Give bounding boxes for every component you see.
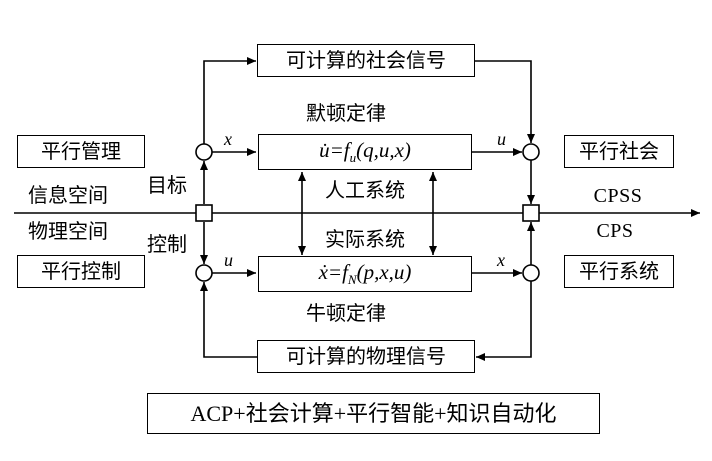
control-label: 控制 xyxy=(147,234,187,256)
junction-square-right xyxy=(522,204,540,222)
parallel-society-box: 平行社会 xyxy=(564,135,674,168)
goal-label: 目标 xyxy=(147,175,187,197)
junction-square-left xyxy=(195,204,213,222)
artificial-system-label: 人工系统 xyxy=(325,180,405,202)
actual-system-label: 实际系统 xyxy=(325,229,405,251)
actual-system-equation-box: ẋ=fN(p,x,u) xyxy=(258,256,472,292)
signal-x-bottom: x xyxy=(497,250,505,270)
signal-x-top: x xyxy=(224,129,232,149)
equation-args: (q,u,x) xyxy=(356,137,411,162)
actual-system-equation: ẋ=fN(p,x,u) xyxy=(318,259,412,288)
social-loop-out-line xyxy=(475,60,535,143)
equation-args: (p,x,u) xyxy=(356,259,412,284)
parallel-control-box: 平行控制 xyxy=(17,255,145,288)
artificial-system-equation: u̇=fu(q,u,x) xyxy=(319,137,411,166)
physical-signal-box: 可计算的物理信号 xyxy=(257,340,475,373)
cps-label: CPS xyxy=(596,220,634,242)
cpss-label: CPSS xyxy=(593,185,643,207)
equation-subscript: u xyxy=(349,150,357,166)
parallel-system-box: 平行系统 xyxy=(564,255,674,288)
parallel-management-box: 平行管理 xyxy=(17,135,145,168)
merton-law-label: 默顿定律 xyxy=(306,103,386,125)
equation-pre: ẋ=f xyxy=(318,259,348,284)
physical-loop-out-line xyxy=(200,282,257,358)
summing-circle-top-left xyxy=(195,143,213,161)
artificial-system-equation-box: u̇=fu(q,u,x) xyxy=(258,134,472,170)
equation-pre: u̇=f xyxy=(319,137,350,162)
physical-space-label: 物理空间 xyxy=(28,221,108,243)
social-loop-in-line xyxy=(203,57,256,144)
equation-subscript: N xyxy=(347,272,357,288)
signal-u-bottom: u xyxy=(224,250,233,270)
physical-loop-in-line xyxy=(476,281,532,361)
social-signal-box: 可计算的社会信号 xyxy=(257,44,475,77)
summing-circle-bottom-left xyxy=(195,264,213,282)
signal-u-top: u xyxy=(497,129,506,149)
summing-circle-top-right xyxy=(522,143,540,161)
acp-formula-box: ACP+社会计算+平行智能+知识自动化 xyxy=(147,393,600,434)
summing-circle-bottom-right xyxy=(522,264,540,282)
newton-law-label: 牛顿定律 xyxy=(306,303,386,325)
cyber-space-label: 信息空间 xyxy=(28,185,108,207)
